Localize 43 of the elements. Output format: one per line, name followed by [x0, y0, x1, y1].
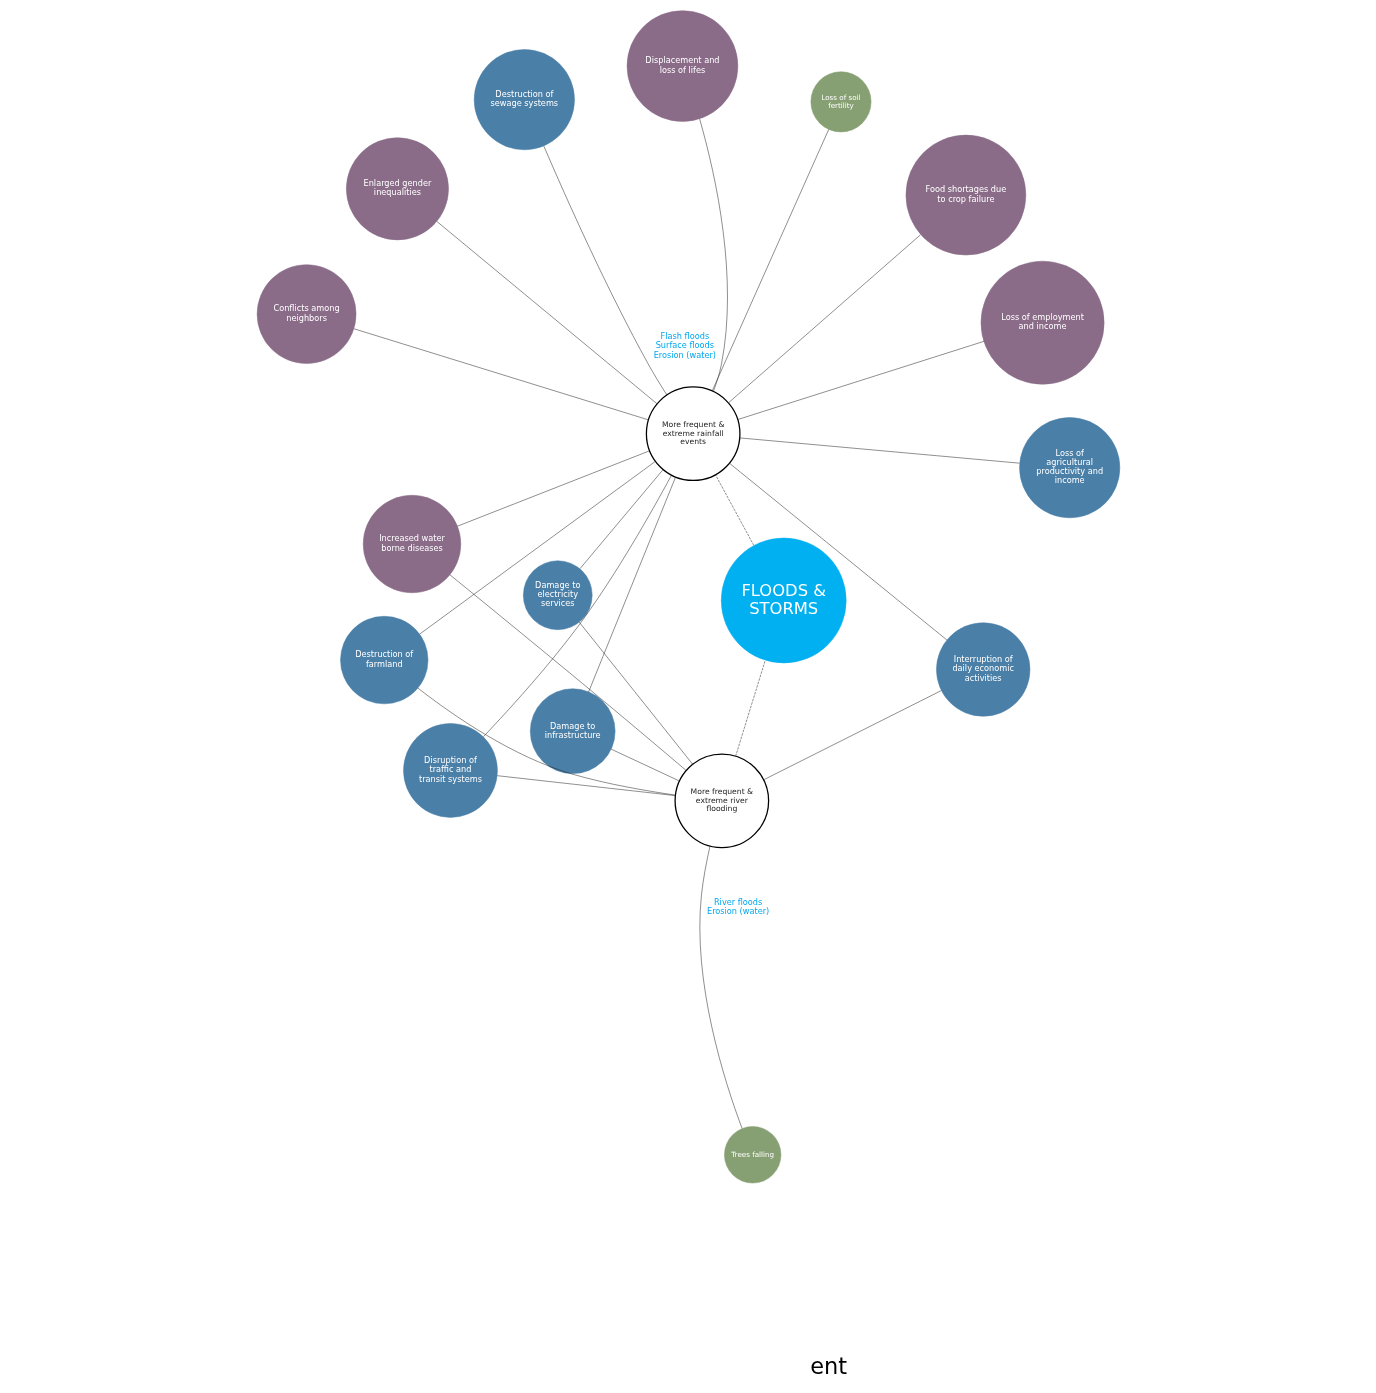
- connector: [418, 461, 656, 635]
- connector: [578, 621, 693, 765]
- connector: [417, 687, 676, 796]
- node-circle: Displacement and loss of lifes: [626, 10, 738, 122]
- connector: [699, 845, 742, 1129]
- connector: [698, 118, 728, 392]
- node-circle: Conflicts among neighbors: [256, 264, 356, 364]
- connector: [711, 129, 829, 392]
- node-label: River floods: [713, 897, 762, 908]
- node-label: Surface floods: [655, 340, 714, 351]
- node-circle: FLOODS & STORMS: [720, 537, 846, 664]
- connector: [482, 474, 672, 737]
- connector: [353, 328, 649, 421]
- node-label: Erosion (water): [653, 349, 716, 360]
- node-circle: Loss of employment and income: [980, 260, 1104, 385]
- connector: [449, 574, 686, 771]
- connector: [727, 234, 921, 404]
- node-circle: Damage to infrastructure: [529, 688, 615, 774]
- connector: [496, 775, 676, 796]
- node-label: Erosion (water): [706, 906, 769, 917]
- connector: [436, 221, 657, 405]
- node-circle: Disruption of traffic and transit systems: [402, 723, 498, 818]
- connector: [762, 690, 942, 781]
- node-circle: Enlarged gender inequalities: [345, 137, 449, 241]
- connector: [714, 474, 754, 546]
- node-circle: Destruction of farmland: [339, 616, 428, 705]
- node-circle: Loss of agricultural productivity and income: [1018, 417, 1120, 519]
- node-circle: Interruption of daily economic activities: [935, 622, 1030, 717]
- connector: [456, 450, 650, 527]
- node-circle: Food shortages due to crop failure: [905, 134, 1026, 256]
- node-circle: Increased water borne diseases: [362, 494, 461, 594]
- connector: [610, 748, 680, 782]
- label: ent: [809, 1352, 847, 1379]
- connector: [579, 469, 663, 570]
- connector: [587, 476, 676, 693]
- connector: [737, 341, 984, 420]
- node-circle: Damage to electricity services: [522, 560, 592, 630]
- connector: [543, 145, 667, 396]
- connector: [728, 462, 947, 641]
- node-label: Flash floods: [660, 331, 709, 342]
- node-circle: Destruction of sewage systems: [473, 49, 575, 151]
- connector: [734, 660, 765, 757]
- connector: [738, 437, 1020, 464]
